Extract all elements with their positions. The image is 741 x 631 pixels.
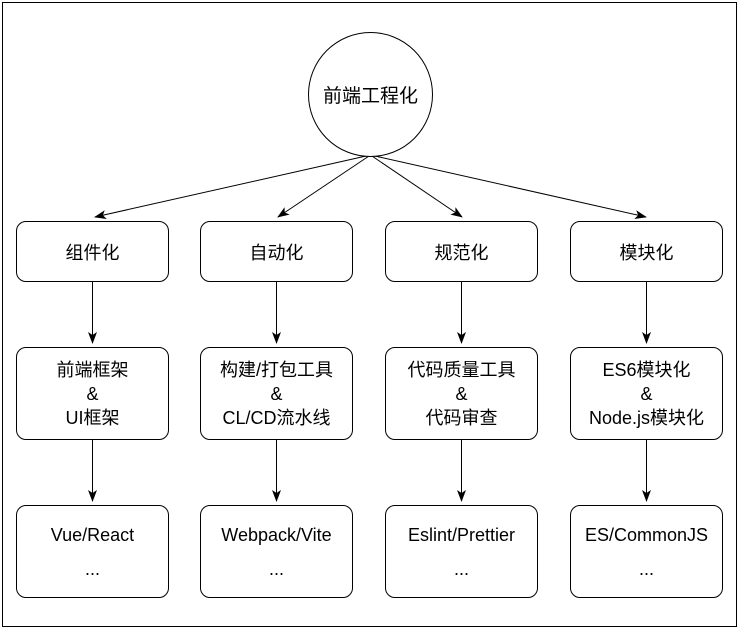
arrow-root-to-branch-3	[370, 154, 463, 218]
node-label-line: 代码审查	[425, 407, 498, 428]
node-middle-standardization: 代码质量工具 & 代码审查	[385, 347, 538, 440]
node-branch-standardization: 规范化	[385, 221, 538, 282]
node-label-line: Eslint/Prettier	[407, 524, 516, 545]
node-label-line: ES/CommonJS	[584, 524, 709, 545]
node-label-line: ...	[84, 558, 100, 579]
root-node: 前端工程化	[308, 32, 433, 157]
node-label: 模块化	[619, 242, 674, 263]
node-label-line: &	[270, 383, 283, 404]
node-branch-automation: 自动化	[200, 221, 353, 282]
node-label-line: 前端框架	[56, 359, 129, 380]
node-label-line: 构建/打包工具	[219, 359, 333, 380]
node-middle-componentization: 前端框架 & UI框架	[16, 347, 169, 440]
node-label-line: ...	[268, 558, 284, 579]
node-label-line: 代码质量工具	[407, 359, 516, 380]
node-label-line: Webpack/Vite	[221, 524, 332, 545]
node-bottom-componentization: Vue/React ...	[16, 505, 169, 598]
node-label-line: CL/CD流水线	[222, 407, 331, 428]
node-label-line: ...	[453, 558, 469, 579]
arrow-root-to-branch-2	[277, 154, 371, 218]
node-label: 规范化	[434, 242, 489, 263]
node-label-line: ES6模块化	[602, 359, 691, 380]
node-bottom-automation: Webpack/Vite ...	[200, 505, 353, 598]
node-label: 组件化	[65, 242, 120, 263]
node-bottom-modularization: ES/CommonJS ...	[570, 505, 723, 598]
node-branch-modularization: 模块化	[570, 221, 723, 282]
node-branch-componentization: 组件化	[16, 221, 169, 282]
node-bottom-standardization: Eslint/Prettier ...	[385, 505, 538, 598]
node-label-line: ...	[638, 558, 654, 579]
arrow-root-to-branch-4	[370, 154, 647, 219]
node-middle-modularization: ES6模块化 & Node.js模块化	[570, 347, 723, 440]
node-label: 自动化	[249, 242, 304, 263]
node-label-line: &	[455, 383, 468, 404]
node-label-line: UI框架	[65, 407, 120, 428]
node-label-line: &	[640, 383, 653, 404]
node-label-line: Vue/React	[50, 524, 135, 545]
root-node-label: 前端工程化	[322, 86, 418, 107]
node-label-line: Node.js模块化	[588, 407, 705, 428]
node-middle-automation: 构建/打包工具 & CL/CD流水线	[200, 347, 353, 440]
arrow-root-to-branch-1	[94, 154, 371, 219]
node-label-line: &	[86, 383, 99, 404]
